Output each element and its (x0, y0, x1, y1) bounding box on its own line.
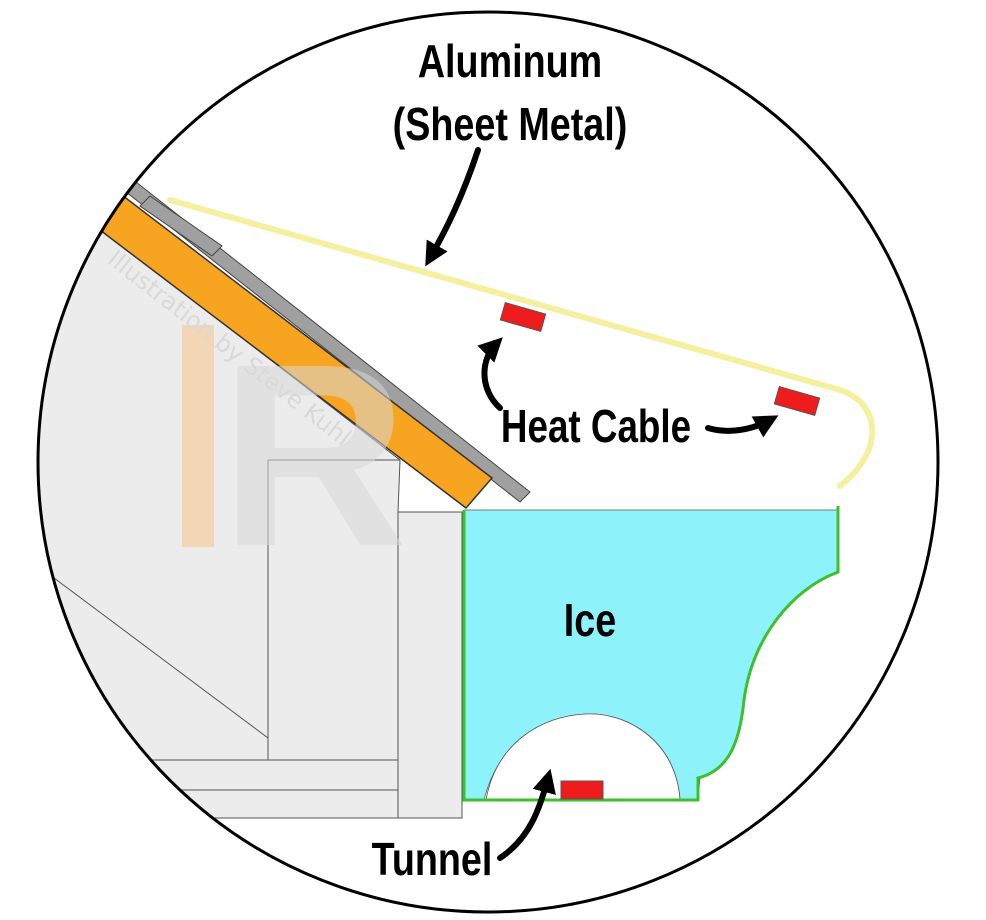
rafter-diagonal (38, 559, 269, 739)
label-tunnel: Tunnel (372, 833, 493, 884)
fascia-board (397, 511, 463, 819)
label-heat-cable: Heat Cable (501, 400, 691, 452)
arrow-aluminum (425, 147, 481, 267)
shingle-step (139, 195, 223, 257)
watermark-logo-letter: R (220, 311, 408, 601)
label-ice: Ice (564, 594, 616, 645)
floor-plate (38, 759, 399, 791)
gutter (462, 506, 840, 802)
arrow-heat-cable-lower (705, 415, 779, 438)
label-aluminum-line2: (Sheet Metal) (393, 98, 628, 149)
detail-circle (36, 10, 940, 914)
label-aluminum-line1: Aluminum (418, 35, 602, 86)
circle-contents: R Illustration by Steve Kuhl (38, 179, 876, 819)
arrow-tunnel (497, 768, 556, 861)
arrow-heat-cable-upper (477, 337, 503, 411)
heat-cable-lower (773, 385, 821, 417)
watermark-logo: R (182, 311, 408, 601)
heat-cable-tunnel (560, 780, 604, 800)
heat-cable-upper (499, 301, 547, 333)
